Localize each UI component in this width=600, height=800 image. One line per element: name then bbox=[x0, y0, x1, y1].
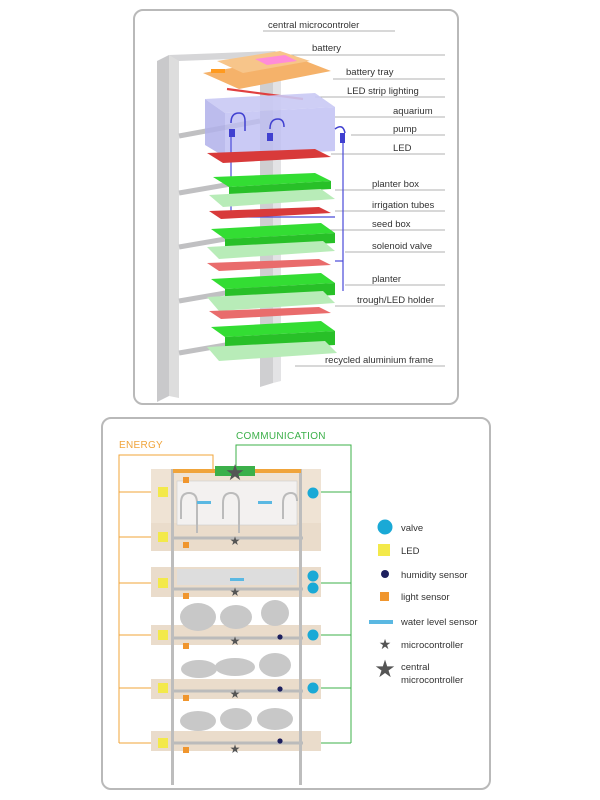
led-panel-3 bbox=[207, 259, 331, 271]
led-markers bbox=[158, 487, 168, 748]
water-level-bar-icon bbox=[369, 620, 393, 624]
humidity-sensor-markers bbox=[277, 634, 283, 744]
pump bbox=[340, 133, 345, 143]
planter bbox=[211, 273, 335, 289]
label-central-microcontroler: central microcontroler bbox=[268, 20, 359, 31]
exploded-view-diagram: central microcontroler battery battery t… bbox=[157, 20, 445, 402]
label-trough-led-holder: trough/LED holder bbox=[357, 295, 434, 306]
legend-item-valve: valve bbox=[377, 519, 423, 535]
battery-tray-marker bbox=[211, 69, 225, 73]
battery-tray bbox=[203, 57, 331, 89]
label-planter: planter bbox=[372, 274, 401, 285]
seed-box-tray bbox=[207, 241, 335, 259]
label-seed-box: seed box bbox=[372, 219, 411, 230]
svg-text:★: ★ bbox=[230, 585, 241, 599]
plants bbox=[180, 600, 293, 731]
label-battery: battery bbox=[312, 43, 341, 54]
trough-led-holder bbox=[207, 291, 335, 311]
planter-bottom bbox=[211, 321, 335, 337]
label-pump: pump bbox=[393, 124, 417, 135]
svg-text:microcontroller: microcontroller bbox=[401, 675, 463, 686]
svg-text:LED: LED bbox=[401, 546, 420, 557]
label-led: LED bbox=[393, 143, 412, 154]
seed-box bbox=[211, 223, 335, 239]
legend: valve LED humidity sensor light sensor w… bbox=[369, 519, 478, 686]
led-panel-1 bbox=[207, 149, 331, 163]
planter-box-tray bbox=[209, 189, 335, 207]
legend-item-microcontroller: ★ microcontroller bbox=[379, 636, 464, 652]
valve-markers bbox=[307, 487, 319, 694]
system-schematic-diagram: ENERGY COMMUNICATION bbox=[118, 431, 478, 785]
label-led-strip-lighting: LED strip lighting bbox=[347, 86, 419, 97]
label-planter-box: planter box bbox=[372, 179, 419, 190]
microcontroller-star-icon: ★ bbox=[379, 636, 392, 652]
svg-text:water level sensor: water level sensor bbox=[400, 617, 478, 628]
svg-text:★: ★ bbox=[230, 634, 241, 648]
communication-title: COMMUNICATION bbox=[236, 431, 326, 442]
component-labels: central microcontroler battery battery t… bbox=[268, 20, 435, 366]
light-sensor-markers bbox=[183, 477, 189, 753]
svg-text:light sensor: light sensor bbox=[401, 592, 450, 603]
legend-item-light-sensor: light sensor bbox=[380, 592, 450, 603]
energy-bus bbox=[118, 454, 214, 744]
label-battery-tray: battery tray bbox=[346, 67, 394, 78]
legend-item-led: LED bbox=[378, 544, 420, 557]
energy-title: ENERGY bbox=[119, 440, 163, 451]
leader-lines bbox=[263, 30, 445, 367]
svg-text:★: ★ bbox=[230, 742, 241, 756]
humidity-dot-icon bbox=[381, 570, 389, 578]
svg-text:microcontroller: microcontroller bbox=[401, 640, 463, 651]
central-controller-board bbox=[215, 466, 255, 476]
battery bbox=[255, 55, 297, 65]
planter-box bbox=[213, 173, 331, 187]
legend-item-humidity-sensor: humidity sensor bbox=[381, 570, 468, 581]
communication-bus bbox=[235, 444, 352, 744]
label-aquarium: aquarium bbox=[393, 106, 433, 117]
legend-item-central-microcontroller: ★ central microcontroller bbox=[374, 656, 463, 686]
led-panel-4 bbox=[209, 307, 331, 319]
label-solenoid-valve: solenoid valve bbox=[372, 241, 432, 252]
aquarium bbox=[205, 93, 346, 157]
svg-text:★: ★ bbox=[230, 534, 241, 548]
trough-bottom bbox=[207, 341, 337, 361]
central-microcontroller-icon: ★ bbox=[225, 460, 245, 485]
exploded-view-panel: central microcontroler battery battery t… bbox=[133, 9, 459, 405]
water-level-sensor-markers bbox=[197, 501, 272, 581]
label-irrigation-tubes: irrigation tubes bbox=[372, 200, 435, 211]
microcontroller-markers: ★ ★ ★ ★ ★ bbox=[230, 534, 241, 756]
central-microcontroller-star-icon: ★ bbox=[374, 656, 396, 683]
valve-icon bbox=[377, 519, 393, 535]
svg-text:★: ★ bbox=[230, 687, 241, 701]
legend-item-water-level-sensor: water level sensor bbox=[369, 617, 478, 628]
system-schematic-panel: ENERGY COMMUNICATION bbox=[101, 417, 491, 790]
svg-text:valve: valve bbox=[401, 523, 423, 534]
led-panel-2 bbox=[209, 207, 331, 219]
svg-text:central: central bbox=[401, 662, 430, 673]
label-recycled-aluminium-frame: recycled aluminium frame bbox=[325, 355, 433, 366]
pump-pipes bbox=[180, 491, 298, 533]
svg-text:humidity sensor: humidity sensor bbox=[401, 570, 468, 581]
led-square-icon bbox=[378, 544, 390, 556]
light-sensor-square-icon bbox=[380, 592, 389, 601]
